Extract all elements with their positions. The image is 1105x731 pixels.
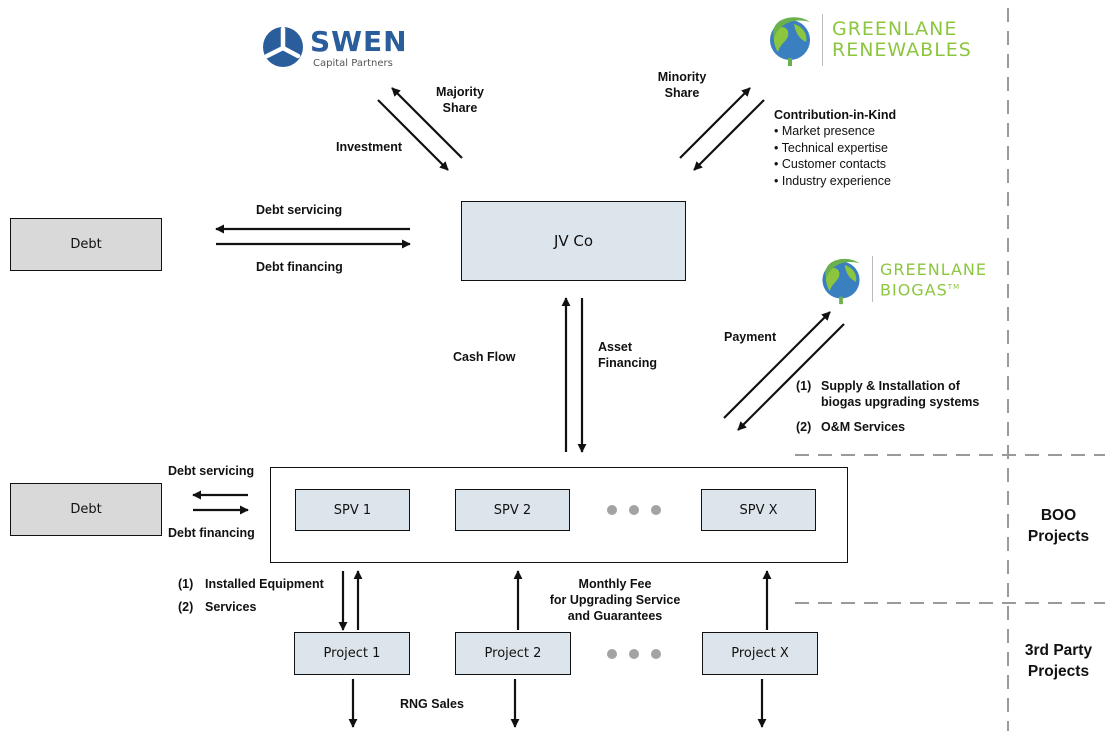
third-line2: Projects [1027,663,1090,680]
trademark: TM [947,283,961,291]
payment-arrow [723,311,831,419]
debt-servicing-mid-label: Debt servicing [168,464,255,478]
supply-line1: Supply & Installation of [821,379,960,393]
minority-share-label: Minority Share [647,69,717,101]
supply-number: (1) [796,379,812,393]
minority-share-line2: Share [664,86,700,100]
majority-share-arrow [391,87,463,159]
om-label: O&M Services [821,420,906,434]
debt-financing-top-label: Debt financing [256,260,343,274]
greenlane-biogas-logo: GREENLANE BIOGASTM [818,254,1008,310]
boo-line1: BOO [1040,507,1077,524]
minority-share-line1: Minority [657,70,707,84]
debt-financing-mid-label: Debt financing [168,526,255,540]
supply-line2: biogas upgrading systems [821,395,980,409]
spv1-box: SPV 1 [295,489,410,531]
swen-logo-icon [263,26,303,67]
monthly-line3: and Guarantees [567,609,663,623]
contribution-item: • Technical expertise [774,140,888,155]
majority-share-line1: Majority [436,85,484,99]
rng-sales-label: RNG Sales [400,697,464,711]
logo-divider [872,256,873,302]
globe-icon [770,17,810,66]
investment-arrow [377,99,449,171]
boo-line2: Projects [1027,528,1090,545]
jvco-box: JV Co [461,201,686,281]
supply-label: Supply & Installation of biogas upgradin… [821,378,979,410]
installed-number: (1) [178,577,194,591]
ellipsis-dot [651,505,661,515]
project2-box: Project 2 [455,632,571,675]
third-party-projects-label: 3rd Party Projects [1012,640,1105,682]
spvx-box: SPV X [701,489,816,531]
debt-servicing-top-label: Debt servicing [256,203,343,217]
greenlane-renewables-logo: GREENLANE RENEWABLES [766,12,976,72]
logo-divider [822,14,823,66]
debt-box-mid: Debt [10,483,162,536]
debt-box-top: Debt [10,218,162,271]
third-line1: 3rd Party [1024,642,1093,659]
ellipsis-dot [629,649,639,659]
contribution-item: • Industry experience [774,173,891,188]
majority-share-label: Majority Share [425,84,495,116]
ellipsis-dot [651,649,661,659]
om-number: (2) [796,420,812,434]
greenlane-biogas-line2: BIOGASTM [880,278,960,299]
greenlane-renewables-line2: RENEWABLES [832,39,972,61]
ellipsis-dot [607,505,617,515]
contribution-arrow [693,99,765,171]
greenlane-renewables-line1: GREENLANE [832,18,958,40]
project1-box: Project 1 [294,632,410,675]
majority-share-line2: Share [442,101,478,115]
minority-share-arrow [679,87,751,159]
services-number: (2) [178,600,194,614]
supply-arrow [737,323,845,431]
monthly-fee-label: Monthly Fee for Upgrading Service and Gu… [535,576,695,624]
swen-name: SWEN [310,25,408,58]
contribution-item: • Customer contacts [774,157,887,171]
globe-icon [822,258,860,305]
asset-financing-line1: Asset [598,340,633,354]
greenlane-biogas-line1: GREENLANE [880,260,988,279]
contribution-title: Contribution-in-Kind [774,108,897,122]
greenlane-biogas-word: BIOGAS [880,280,948,300]
spv2-box: SPV 2 [455,489,570,531]
contribution-item: • Market presence [774,124,875,138]
swen-subtitle: Capital Partners [313,58,393,69]
boo-projects-label: BOO Projects [1012,505,1105,547]
installed-label: Installed Equipment [205,577,324,591]
ellipsis-dot [607,649,617,659]
monthly-line2: for Upgrading Service [549,593,681,607]
projectx-box: Project X [702,632,818,675]
contribution-list: • Market presence • Technical expertise … [774,123,891,189]
asset-financing-label: Asset Financing [598,339,657,371]
swen-logo: SWEN Capital Partners [262,26,412,72]
cash-flow-label: Cash Flow [453,350,516,364]
asset-financing-line2: Financing [598,356,658,370]
monthly-line1: Monthly Fee [578,577,652,591]
ellipsis-dot [629,505,639,515]
payment-label: Payment [724,330,777,344]
services-label: Services [205,600,257,614]
investment-label: Investment [336,140,402,154]
